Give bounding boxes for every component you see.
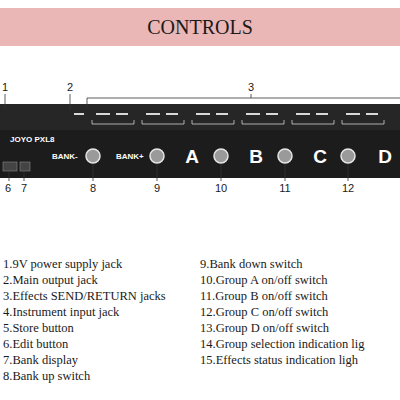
list-item: 4.Instrument input jack [3, 306, 119, 319]
display [20, 162, 30, 171]
list-item: 5.Store button [3, 322, 74, 335]
callout-number: 9 [154, 183, 160, 194]
switch-label: BANK- [52, 153, 78, 161]
callout-number: 2 [67, 82, 73, 93]
button [3, 162, 17, 171]
group-letter: C [313, 147, 327, 166]
brand-name: JOYO PXL8 [10, 136, 54, 144]
list-item: 8.Bank up switch [3, 370, 90, 383]
list-item: 10.Group A on/off switch [200, 274, 328, 287]
group-letter: D [378, 147, 392, 166]
list-item: 14.Group selection indication lig [200, 338, 365, 351]
callout-number: 12 [342, 183, 354, 194]
callout-number: 10 [215, 183, 227, 194]
group-letter: A [185, 147, 199, 166]
pedal-body [0, 104, 400, 178]
list-item: 6.Edit button [3, 338, 68, 351]
callout-number: 11 [279, 183, 290, 194]
jack-markers [74, 113, 378, 115]
title: CONTROLS [147, 17, 253, 37]
title-band [0, 8, 400, 46]
leader-lines [5, 94, 400, 181]
list-item: 2.Main output jack [3, 274, 98, 287]
list-item: 1.9V power supply jack [3, 258, 122, 271]
switch-label: BANK+ [116, 153, 144, 161]
list-item: 11.Group B on/off switch [200, 290, 328, 303]
list-item: 15.Effects status indication ligh [200, 354, 358, 367]
callout-number: 3 [248, 82, 254, 93]
list-item: 3.Effects SEND/RETURN jacks [3, 290, 166, 303]
callout-number: 8 [90, 183, 96, 194]
list-item: 13.Group D on/off switch [200, 322, 329, 335]
group-letter: B [249, 147, 263, 166]
callout-number: 7 [21, 183, 27, 194]
list-item: 12.Group C on/off switch [200, 306, 328, 319]
jack-brackets [92, 120, 384, 124]
callout-number: 1 [2, 82, 8, 93]
list-item: 9.Bank down switch [200, 258, 302, 271]
list-item: 7.Bank display [3, 354, 78, 367]
jack-strip [0, 104, 400, 130]
callout-number: 6 [5, 183, 11, 194]
